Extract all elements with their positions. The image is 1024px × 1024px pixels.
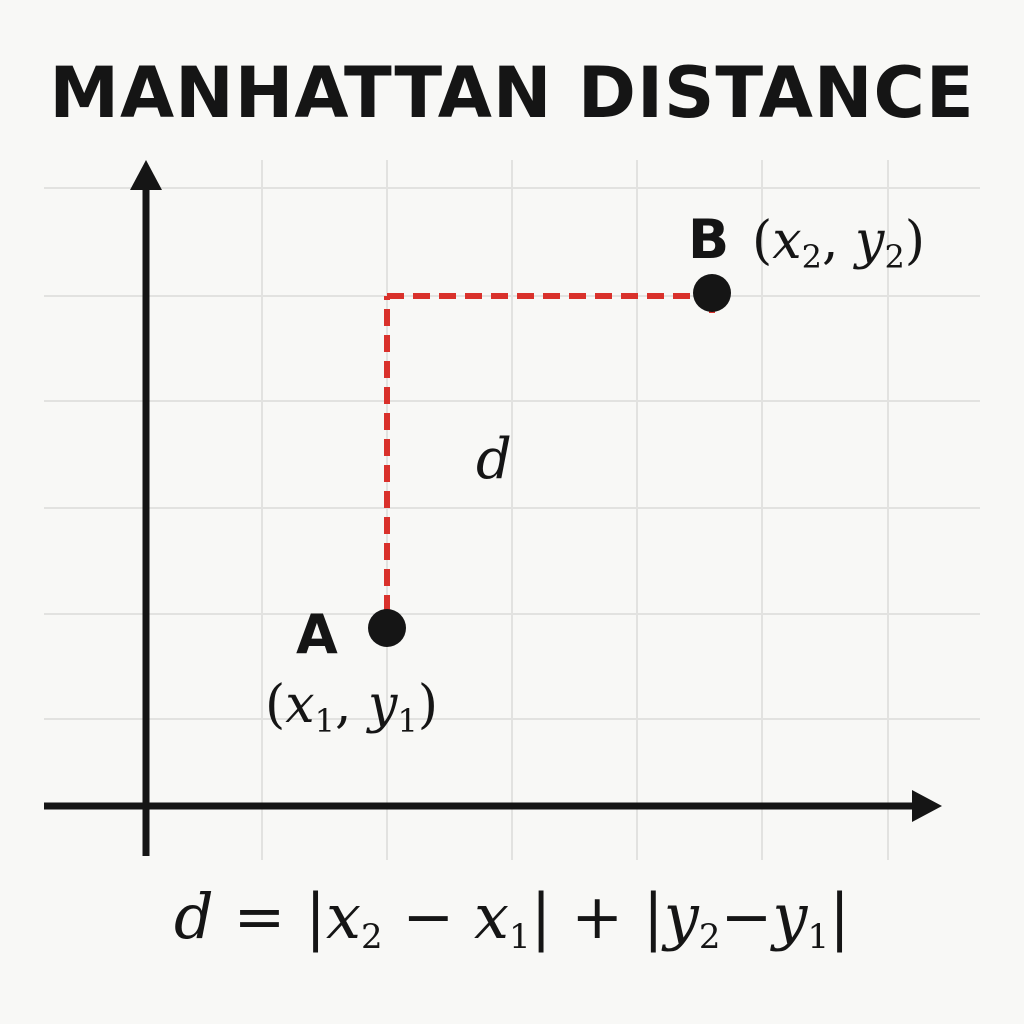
point-b-dot — [693, 274, 731, 312]
formula-plus: + — [571, 880, 624, 953]
y-axis — [130, 160, 162, 856]
formula-sub: 1 — [807, 917, 830, 957]
point-a-coords: (x1, y1) — [265, 675, 438, 740]
formula-minus: − — [720, 880, 773, 953]
formula-equals: = — [233, 880, 286, 953]
grid — [44, 160, 980, 860]
page-title: MANHATTAN DISTANCE — [49, 52, 975, 134]
formula-x: x — [326, 880, 361, 953]
formula-abs-bar: | — [530, 880, 552, 953]
formula-y: y — [663, 880, 699, 953]
y-axis-arrow-icon — [130, 160, 162, 190]
distance-label: d — [476, 427, 512, 492]
x-axis — [44, 790, 942, 822]
formula-minus: − — [402, 880, 455, 953]
formula-lhs: d — [174, 880, 214, 953]
formula-abs-bar: | — [642, 880, 664, 953]
formula-sub: 2 — [698, 917, 721, 957]
formula-abs-bar: | — [305, 880, 326, 953]
x-axis-arrow-icon — [912, 790, 942, 822]
formula-sub: 2 — [360, 917, 383, 957]
formula-x: x — [474, 880, 509, 953]
point-b-coords: (x2, y2) — [752, 211, 925, 276]
point-a-label: A — [296, 603, 338, 666]
distance-formula: d = |x2 − x1| + |y2−y1| — [0, 880, 1024, 957]
point-a-dot — [368, 609, 406, 647]
point-b-label: B — [688, 208, 729, 271]
formula-sub: 1 — [508, 917, 531, 957]
manhattan-path — [384, 293, 715, 612]
formula-abs-bar: | — [829, 880, 850, 953]
formula-y: y — [772, 880, 808, 953]
